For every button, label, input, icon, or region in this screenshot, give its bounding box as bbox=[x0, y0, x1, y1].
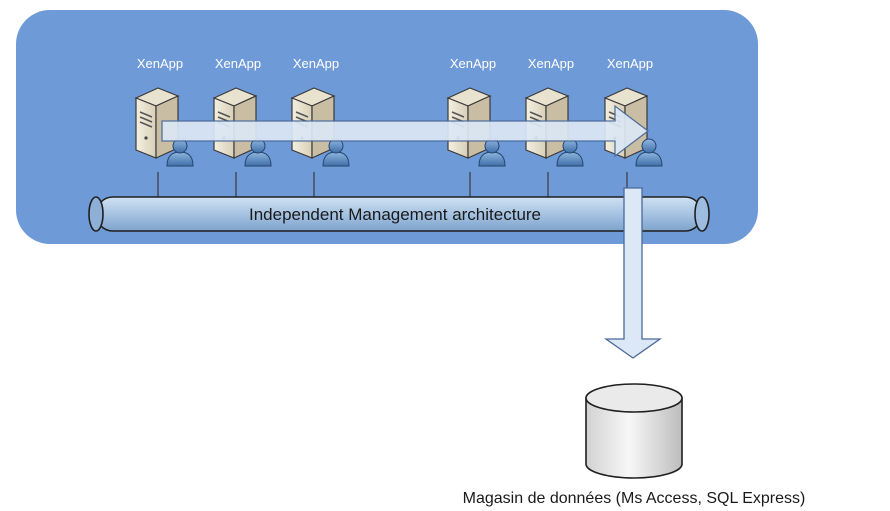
replication-arrow bbox=[161, 104, 650, 158]
server-connectors bbox=[157, 172, 628, 198]
server-label: XenApp bbox=[293, 56, 339, 71]
database-icon bbox=[585, 383, 683, 479]
server-label: XenApp bbox=[528, 56, 574, 71]
server-label: XenApp bbox=[137, 56, 183, 71]
ima-bus bbox=[88, 196, 710, 232]
datastore-arrow bbox=[603, 187, 663, 359]
bus-label: Independent Management architecture bbox=[249, 205, 541, 224]
server-label: XenApp bbox=[450, 56, 496, 71]
datastore-label: Magasin de données (Ms Access, SQL Expre… bbox=[463, 490, 806, 507]
server-label: XenApp bbox=[607, 56, 653, 71]
server-label: XenApp bbox=[215, 56, 261, 71]
